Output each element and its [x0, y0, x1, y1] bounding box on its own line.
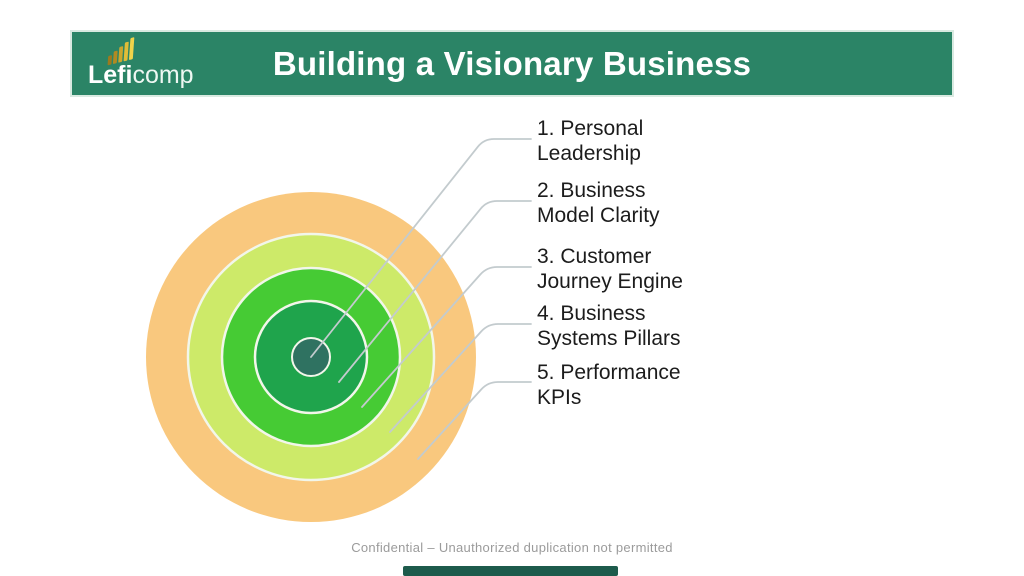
level-label-1-line2: Leadership: [537, 142, 641, 165]
leader-line-5: [417, 381, 532, 460]
leader-line-4: [389, 323, 532, 433]
level-label-4: 4. Business Systems Pillars: [537, 301, 737, 351]
logo-text-light: comp: [132, 61, 194, 89]
slide-title: Building a Visionary Business: [272, 44, 752, 82]
level-label-5-line1: 5. Performance: [537, 361, 681, 384]
level-label-2: 2. Business Model Clarity: [537, 178, 737, 228]
level-label-5-line2: KPIs: [537, 386, 582, 409]
logo-text: Leficomp: [88, 63, 194, 88]
level-label-3-line1: 3. Customer: [537, 245, 652, 268]
level-label-1-line1: 1. Personal: [537, 117, 644, 140]
level-label-1: 1. Personal Leadership: [537, 116, 737, 166]
level-label-3: 3. Customer Journey Engine: [537, 244, 737, 294]
header-bar: Leficomp Building a Visionary Business: [70, 30, 954, 97]
leader-line-1: [310, 138, 532, 358]
company-logo: Leficomp: [88, 35, 258, 95]
logo-text-bold: Lefi: [88, 61, 133, 89]
level-label-4-line1: 4. Business: [537, 302, 646, 325]
level-label-5: 5. Performance KPIs: [537, 360, 737, 410]
leader-line-2: [338, 200, 532, 383]
confidentiality-notice: Confidential – Unauthorized duplication …: [351, 540, 673, 555]
level-label-2-line2: Model Clarity: [537, 204, 660, 227]
level-label-2-line1: 2. Business: [537, 179, 646, 202]
level-label-3-line2: Journey Engine: [537, 270, 683, 293]
bottom-accent-bar: [403, 566, 618, 576]
level-label-4-line2: Systems Pillars: [537, 327, 681, 350]
leader-line-3: [361, 266, 532, 408]
leader-lines: [310, 138, 532, 460]
